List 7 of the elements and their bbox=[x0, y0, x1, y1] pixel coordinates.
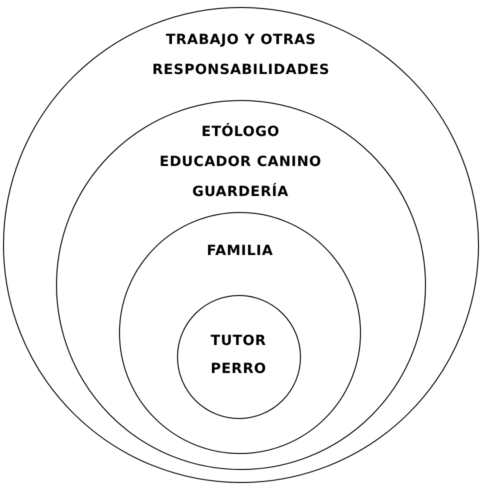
circle-label: PERRO bbox=[210, 360, 266, 378]
circle-label: GUARDERÍA bbox=[192, 182, 289, 202]
circle-label: ETÓLOGO bbox=[201, 122, 280, 142]
circle-label: TUTOR bbox=[210, 332, 266, 350]
circle-label: EDUCADOR CANINO bbox=[160, 152, 322, 172]
circle-label: TRABAJO Y OTRAS RESPONSABILIDADES bbox=[151, 31, 331, 80]
circle-label: FAMILIA bbox=[206, 242, 274, 261]
